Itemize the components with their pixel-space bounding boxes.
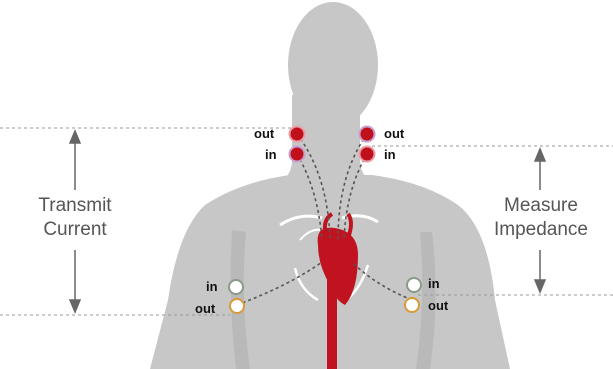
measure-impedance-label: Measure Impedance (489, 194, 593, 242)
side-left-in-label: in (206, 280, 218, 294)
electrode-neck-right-in (360, 147, 375, 162)
transmit-label-line2: Current (28, 218, 122, 242)
electrode-side-right-in (407, 278, 421, 292)
measure-label-line1: Measure (489, 194, 593, 218)
electrode-neck-left-out (290, 127, 305, 142)
transmit-current-label: Transmit Current (28, 194, 122, 242)
transmit-label-line1: Transmit (28, 194, 122, 218)
electrode-neck-right-out (360, 127, 375, 142)
electrode-neck-left-in (290, 147, 305, 162)
neck-left-out-label: out (254, 127, 274, 141)
neck-right-out-label: out (384, 127, 404, 141)
electrode-side-right-out (405, 298, 419, 312)
neck-left-in-label: in (265, 148, 277, 162)
neck-right-in-label: in (384, 148, 396, 162)
electrode-side-left-out (230, 299, 244, 313)
electrode-side-left-in (229, 280, 243, 294)
side-right-in-label: in (428, 277, 440, 291)
side-right-out-label: out (428, 299, 448, 313)
measure-label-line2: Impedance (489, 218, 593, 242)
side-left-out-label: out (195, 302, 215, 316)
